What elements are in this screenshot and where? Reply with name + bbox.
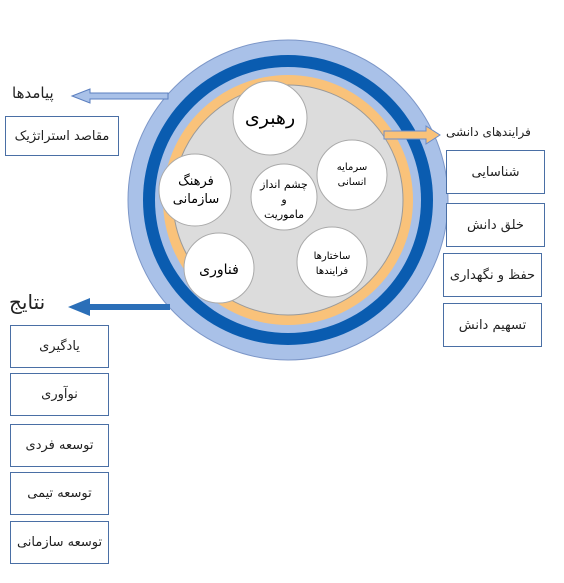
culture-circle (158, 153, 232, 227)
technology-circle (183, 232, 255, 304)
messages-arrow (70, 88, 169, 104)
human-capital-text-2: انسانی (338, 177, 367, 188)
result-box-innovation: نوآوری (10, 373, 109, 416)
processes-arrow (383, 125, 441, 145)
result-box-team-development: توسعه تیمی (10, 472, 109, 515)
result-box-organizational-development: توسعه سازمانی (10, 521, 109, 564)
results-arrow (68, 298, 170, 316)
culture-text-2: سازمانی (173, 192, 220, 207)
culture-text-1: فرهنگ (178, 173, 214, 189)
processes-label: فرایندهای دانشی (446, 125, 531, 139)
results-label: نتایج (9, 290, 46, 314)
leadership-circle (232, 80, 308, 156)
structures-text-2: فرایندها (316, 266, 349, 277)
process-box-identification: شناسایی (446, 150, 545, 194)
messages-label: پیامدها (12, 84, 54, 102)
vision-text-2: و (280, 193, 286, 206)
structures-text-1: ساختارها (314, 251, 351, 262)
vision-text-3: ماموریت (264, 208, 304, 221)
structures-circle (296, 226, 368, 298)
result-box-learning: یادگیری (10, 325, 109, 368)
human-capital-circle (316, 139, 388, 211)
vision-circle (250, 163, 318, 231)
vision-text-1: چشم انداز (259, 178, 308, 191)
process-box-sharing: تسهیم دانش (443, 303, 542, 347)
strategic-goals-box: مقاصد استراتژیک (5, 116, 119, 156)
leadership-text: رهبری (245, 107, 295, 129)
human-capital-text-1: سرمایه (337, 162, 367, 173)
process-box-creation: خلق دانش (446, 203, 545, 247)
result-box-individual-development: توسعه فردی (10, 424, 109, 467)
technology-text: فناوری (199, 262, 239, 278)
process-box-retention: حفظ و نگهداری (443, 253, 542, 297)
